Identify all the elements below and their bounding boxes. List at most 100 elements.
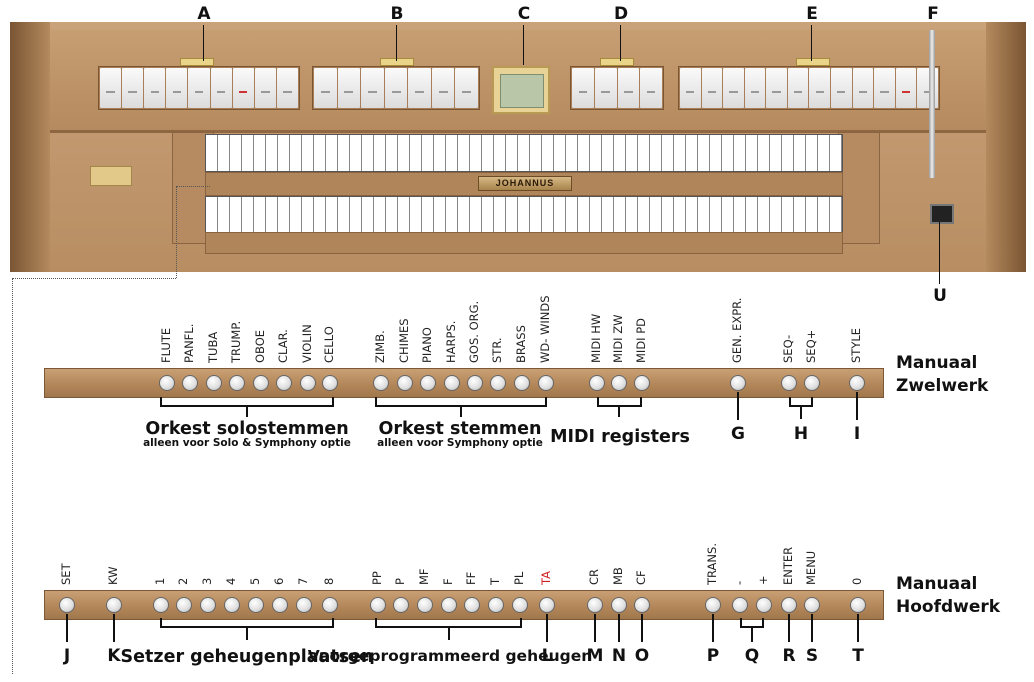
label-hw-2: 1 [153, 577, 167, 585]
label-hw-9: 8 [322, 577, 336, 585]
label-zw-22: STYLE [849, 327, 863, 363]
piston-hw-7[interactable] [272, 597, 288, 613]
label-hw-12: MF [417, 568, 431, 585]
piston-zw-5[interactable] [276, 375, 292, 391]
label-hw-22: - [732, 580, 746, 585]
piston-hw-2[interactable] [153, 597, 169, 613]
marker-n: N [611, 646, 627, 666]
piston-zw-13[interactable] [490, 375, 506, 391]
piston-zw-2[interactable] [206, 375, 222, 391]
piston-hw-23[interactable] [756, 597, 772, 613]
marker-h: H [793, 424, 809, 444]
piston-hw-3[interactable] [176, 597, 192, 613]
label-zw-14: BRASS [514, 325, 528, 363]
plate-swell [796, 58, 830, 66]
piston-hw-20[interactable] [634, 597, 650, 613]
marker-d: D [613, 4, 629, 24]
piston-zw-21[interactable] [804, 375, 820, 391]
group-setzer: Setzer geheugenplaatsen [120, 647, 374, 667]
plate-great [600, 58, 634, 66]
piston-zw-19[interactable] [730, 375, 746, 391]
piston-hw-25[interactable] [804, 597, 820, 613]
label-zw-2: TUBA [206, 331, 220, 363]
piston-zw-16[interactable] [589, 375, 605, 391]
label-zw-16: MIDI HW [589, 313, 603, 363]
piston-zw-9[interactable] [397, 375, 413, 391]
piston-hw-6[interactable] [248, 597, 264, 613]
piston-hw-8[interactable] [296, 597, 312, 613]
piston-hw-21[interactable] [705, 597, 721, 613]
tabs-swell-left [312, 66, 480, 110]
piston-hw-4[interactable] [200, 597, 216, 613]
piston-hw-14[interactable] [464, 597, 480, 613]
lower-keyboard [205, 196, 843, 234]
piston-zw-8[interactable] [373, 375, 389, 391]
piston-hw-19[interactable] [611, 597, 627, 613]
piston-hw-9[interactable] [322, 597, 338, 613]
piston-hw-22[interactable] [732, 597, 748, 613]
marker-o: O [634, 646, 650, 666]
label-hw-11: P [393, 578, 407, 585]
piston-hw-10[interactable] [370, 597, 386, 613]
piston-zw-22[interactable] [849, 375, 865, 391]
label-hw-16: PL [512, 571, 526, 585]
label-zw-10: PIANO [420, 327, 434, 363]
marker-r: R [782, 646, 796, 666]
marker-s: S [805, 646, 819, 666]
piston-zw-3[interactable] [229, 375, 245, 391]
marker-q: Q [744, 646, 760, 666]
piston-hw-0[interactable] [59, 597, 75, 613]
piston-zw-15[interactable] [538, 375, 554, 391]
label-hw-8: 7 [296, 577, 310, 585]
label-hw-13: F [441, 578, 455, 585]
piston-hw-1[interactable] [106, 597, 122, 613]
label-zw-1: PANFL. [182, 323, 196, 363]
label-zw-17: MIDI ZW [611, 314, 625, 363]
console-side-left [10, 22, 50, 272]
piston-hw-11[interactable] [393, 597, 409, 613]
label-zw-15: WD- WINDS [538, 295, 552, 363]
piston-zw-7[interactable] [322, 375, 338, 391]
piston-zw-11[interactable] [444, 375, 460, 391]
marker-k: K [107, 646, 121, 666]
piston-hw-17[interactable] [539, 597, 555, 613]
piston-hw-15[interactable] [488, 597, 504, 613]
group-midi-registers: MIDI registers [550, 427, 690, 447]
label-hw-18: CR [587, 568, 601, 585]
plate-b [380, 58, 414, 66]
piston-zw-18[interactable] [634, 375, 650, 391]
label-zw-0: FLUTE [159, 327, 173, 363]
key-cheek-right [838, 132, 880, 244]
piston-zw-17[interactable] [611, 375, 627, 391]
marker-i: I [853, 424, 861, 444]
piston-zw-1[interactable] [182, 375, 198, 391]
label-hw-1: KW [106, 566, 120, 585]
label-hw-3: 2 [176, 577, 190, 585]
piston-zw-14[interactable] [514, 375, 530, 391]
piston-zw-4[interactable] [253, 375, 269, 391]
upper-keyboard [205, 134, 843, 172]
plate-pedal [180, 58, 214, 66]
piston-zw-12[interactable] [467, 375, 483, 391]
piston-hw-24[interactable] [781, 597, 797, 613]
piston-hw-12[interactable] [417, 597, 433, 613]
label-zw-11: HARPS. [444, 320, 458, 363]
piston-zw-0[interactable] [159, 375, 175, 391]
piston-zw-6[interactable] [300, 375, 316, 391]
label-zw-5: CLAR. [276, 329, 290, 363]
piston-hw-26[interactable] [850, 597, 866, 613]
label-zw-3: TRUMP. [229, 320, 243, 363]
piston-hw-16[interactable] [512, 597, 528, 613]
label-hw-17: TA [539, 571, 553, 585]
piston-zw-20[interactable] [781, 375, 797, 391]
piston-hw-13[interactable] [441, 597, 457, 613]
marker-b: B [390, 4, 404, 24]
power-switch[interactable] [930, 204, 954, 224]
piston-hw-18[interactable] [587, 597, 603, 613]
label-zw-18: MIDI PD [634, 317, 648, 363]
piston-zw-10[interactable] [420, 375, 436, 391]
piston-hw-5[interactable] [224, 597, 240, 613]
